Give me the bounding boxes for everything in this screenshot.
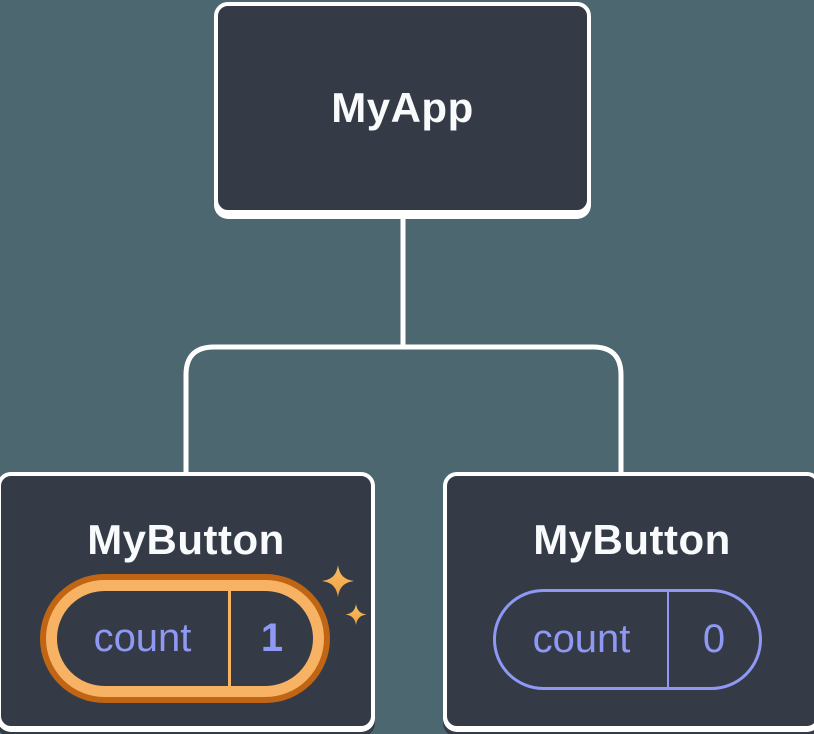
state-value-cell: 0 — [669, 592, 759, 687]
component-node-root: MyApp — [214, 2, 591, 214]
sparkle-large — [322, 565, 354, 597]
child-left-label: MyButton — [87, 516, 285, 563]
component-node-child-left: MyButton count 1 — [0, 472, 375, 730]
root-node-label: MyApp — [331, 84, 474, 131]
sparkles-icon — [322, 565, 367, 625]
state-value-cell: 1 — [231, 591, 313, 686]
connector-branch — [183, 344, 624, 472]
state-key-cell: count — [57, 591, 228, 686]
sparkle-small — [345, 604, 367, 625]
child-right-label: MyButton — [533, 516, 731, 563]
state-pill-highlighted: count 1 — [46, 580, 324, 697]
component-node-child-right: MyButton count 0 — [443, 472, 814, 730]
state-value: 1 — [260, 616, 284, 660]
pill-divider — [667, 592, 669, 687]
pill-divider — [228, 591, 231, 686]
state-value: 0 — [702, 617, 726, 661]
state-key-cell: count — [496, 592, 667, 687]
state-pill-plain: count 0 — [493, 589, 762, 690]
state-key-label: count — [532, 617, 631, 661]
state-key-label: count — [93, 616, 192, 660]
